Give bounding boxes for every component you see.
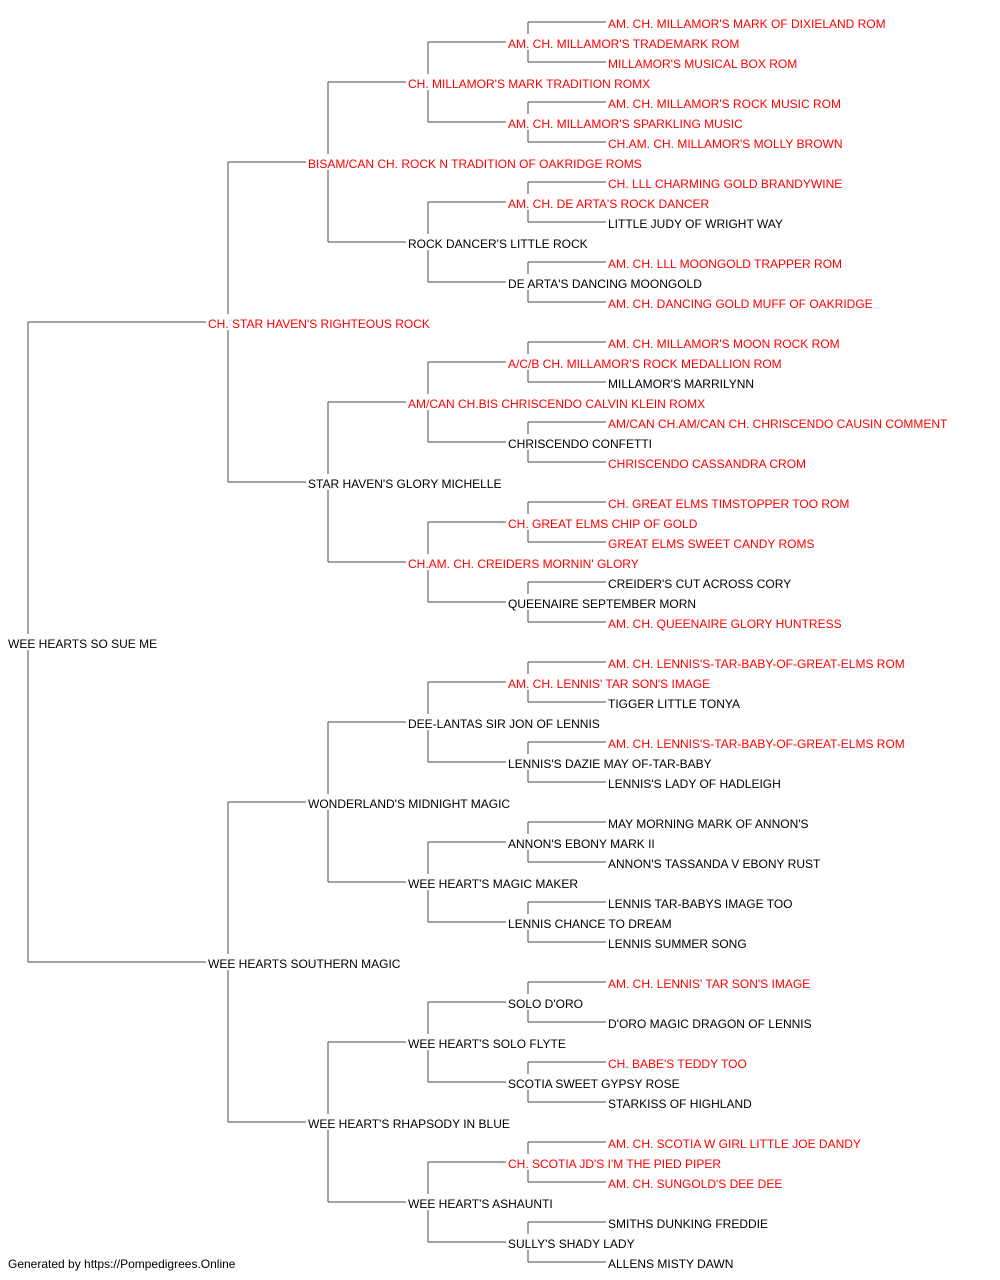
dog-name-gen5: AM. CH. QUEENAIRE GLORY HUNTRESS bbox=[608, 617, 842, 631]
dog-name-gen1: CH. STAR HAVEN'S RIGHTEOUS ROCK bbox=[208, 317, 430, 331]
dog-name-gen5: AM. CH. DANCING GOLD MUFF OF OAKRIDGE bbox=[608, 297, 873, 311]
dog-name-gen5: CH. BABE'S TEDDY TOO bbox=[608, 1057, 747, 1071]
dog-name-gen2: WONDERLAND'S MIDNIGHT MAGIC bbox=[308, 797, 510, 811]
dog-name-gen5: LENNIS TAR-BABYS IMAGE TOO bbox=[608, 897, 793, 911]
dog-name-gen5: LITTLE JUDY OF WRIGHT WAY bbox=[608, 217, 783, 231]
dog-name-gen5: MILLAMOR'S MUSICAL BOX ROM bbox=[608, 57, 797, 71]
dog-name-gen5: AM. CH. MILLAMOR'S MARK OF DIXIELAND ROM bbox=[608, 17, 886, 31]
dog-name-gen4: AM. CH. MILLAMOR'S TRADEMARK ROM bbox=[508, 37, 739, 51]
dog-name-gen4: CH. SCOTIA JD'S I'M THE PIED PIPER bbox=[508, 1157, 721, 1171]
dog-name-gen3: ROCK DANCER'S LITTLE ROCK bbox=[408, 237, 588, 251]
dog-name-gen5: AM. CH. LENNIS'S-TAR-BABY-OF-GREAT-ELMS … bbox=[608, 657, 905, 671]
dog-name-gen4: ANNON'S EBONY MARK II bbox=[508, 837, 655, 851]
dog-name-gen4: AM. CH. LENNIS' TAR SON'S IMAGE bbox=[508, 677, 710, 691]
dog-name-gen0: WEE HEARTS SO SUE ME bbox=[8, 637, 157, 651]
dog-name-gen3: AM/CAN CH.BIS CHRISCENDO CALVIN KLEIN RO… bbox=[408, 397, 705, 411]
dog-name-gen3: WEE HEART'S MAGIC MAKER bbox=[408, 877, 578, 891]
dog-name-gen3: CH.AM. CH. CREIDERS MORNIN' GLORY bbox=[408, 557, 639, 571]
dog-name-gen5: GREAT ELMS SWEET CANDY ROMS bbox=[608, 537, 814, 551]
dog-name-gen4: SOLO D'ORO bbox=[508, 997, 583, 1011]
dog-name-gen2: WEE HEART'S RHAPSODY IN BLUE bbox=[308, 1117, 510, 1131]
dog-name-gen5: AM. CH. SUNGOLD'S DEE DEE bbox=[608, 1177, 782, 1191]
dog-name-gen3: WEE HEART'S SOLO FLYTE bbox=[408, 1037, 566, 1051]
dog-name-gen4: LENNIS'S DAZIE MAY OF-TAR-BABY bbox=[508, 757, 712, 771]
dog-name-gen4: SULLY'S SHADY LADY bbox=[508, 1237, 635, 1251]
dog-name-gen5: AM. CH. MILLAMOR'S ROCK MUSIC ROM bbox=[608, 97, 841, 111]
dog-name-gen5: ANNON'S TASSANDA V EBONY RUST bbox=[608, 857, 821, 871]
dog-name-gen4: DE ARTA'S DANCING MOONGOLD bbox=[508, 277, 702, 291]
dog-name-gen5: CH. LLL CHARMING GOLD BRANDYWINE bbox=[608, 177, 842, 191]
dog-name-gen4: AM. CH. MILLAMOR'S SPARKLING MUSIC bbox=[508, 117, 743, 131]
dog-name-gen5: CREIDER'S CUT ACROSS CORY bbox=[608, 577, 791, 591]
dog-name-gen2: STAR HAVEN'S GLORY MICHELLE bbox=[308, 477, 501, 491]
dog-name-gen5: MILLAMOR'S MARRILYNN bbox=[608, 377, 754, 391]
dog-name-gen5: MAY MORNING MARK OF ANNON'S bbox=[608, 817, 809, 831]
dog-name-gen5: AM. CH. LLL MOONGOLD TRAPPER ROM bbox=[608, 257, 842, 271]
dog-name-gen4: AM. CH. DE ARTA'S ROCK DANCER bbox=[508, 197, 710, 211]
dog-name-gen5: CH. GREAT ELMS TIMSTOPPER TOO ROM bbox=[608, 497, 849, 511]
dog-name-gen5: AM/CAN CH.AM/CAN CH. CHRISCENDO CAUSIN C… bbox=[608, 417, 948, 431]
dog-name-gen4: A/C/B CH. MILLAMOR'S ROCK MEDALLION ROM bbox=[508, 357, 782, 371]
dog-name-gen5: AM. CH. MILLAMOR'S MOON ROCK ROM bbox=[608, 337, 840, 351]
dog-name-gen5: ALLENS MISTY DAWN bbox=[608, 1257, 733, 1271]
dog-name-gen4: CHRISCENDO CONFETTI bbox=[508, 437, 652, 451]
dog-name-gen4: LENNIS CHANCE TO DREAM bbox=[508, 917, 672, 931]
dog-name-gen5: TIGGER LITTLE TONYA bbox=[608, 697, 740, 711]
dog-name-gen3: WEE HEART'S ASHAUNTI bbox=[408, 1197, 553, 1211]
dog-name-gen5: LENNIS SUMMER SONG bbox=[608, 937, 747, 951]
dog-name-gen5: CHRISCENDO CASSANDRA CROM bbox=[608, 457, 806, 471]
dog-name-gen4: CH. GREAT ELMS CHIP OF GOLD bbox=[508, 517, 698, 531]
dog-name-gen5: D'ORO MAGIC DRAGON OF LENNIS bbox=[608, 1017, 812, 1031]
dog-name-gen5: SMITHS DUNKING FREDDIE bbox=[608, 1217, 768, 1231]
dog-name-gen5: AM. CH. SCOTIA W GIRL LITTLE JOE DANDY bbox=[608, 1137, 861, 1151]
dog-name-gen4: QUEENAIRE SEPTEMBER MORN bbox=[508, 597, 696, 611]
dog-name-gen5: LENNIS'S LADY OF HADLEIGH bbox=[608, 777, 781, 791]
dog-name-gen5: CH.AM. CH. MILLAMOR'S MOLLY BROWN bbox=[608, 137, 843, 151]
dog-name-gen4: SCOTIA SWEET GYPSY ROSE bbox=[508, 1077, 680, 1091]
dog-name-gen3: DEE-LANTAS SIR JON OF LENNIS bbox=[408, 717, 600, 731]
dog-name-gen5: AM. CH. LENNIS' TAR SON'S IMAGE bbox=[608, 977, 810, 991]
dog-name-gen5: STARKISS OF HIGHLAND bbox=[608, 1097, 752, 1111]
dog-name-gen3: CH. MILLAMOR'S MARK TRADITION ROMX bbox=[408, 77, 650, 91]
dog-name-gen5: AM. CH. LENNIS'S-TAR-BABY-OF-GREAT-ELMS … bbox=[608, 737, 905, 751]
dog-name-gen2: BISAM/CAN CH. ROCK N TRADITION OF OAKRID… bbox=[308, 157, 642, 171]
dog-name-gen1: WEE HEARTS SOUTHERN MAGIC bbox=[208, 957, 401, 971]
footer-credit: Generated by https://Pompedigrees.Online bbox=[8, 1257, 236, 1271]
